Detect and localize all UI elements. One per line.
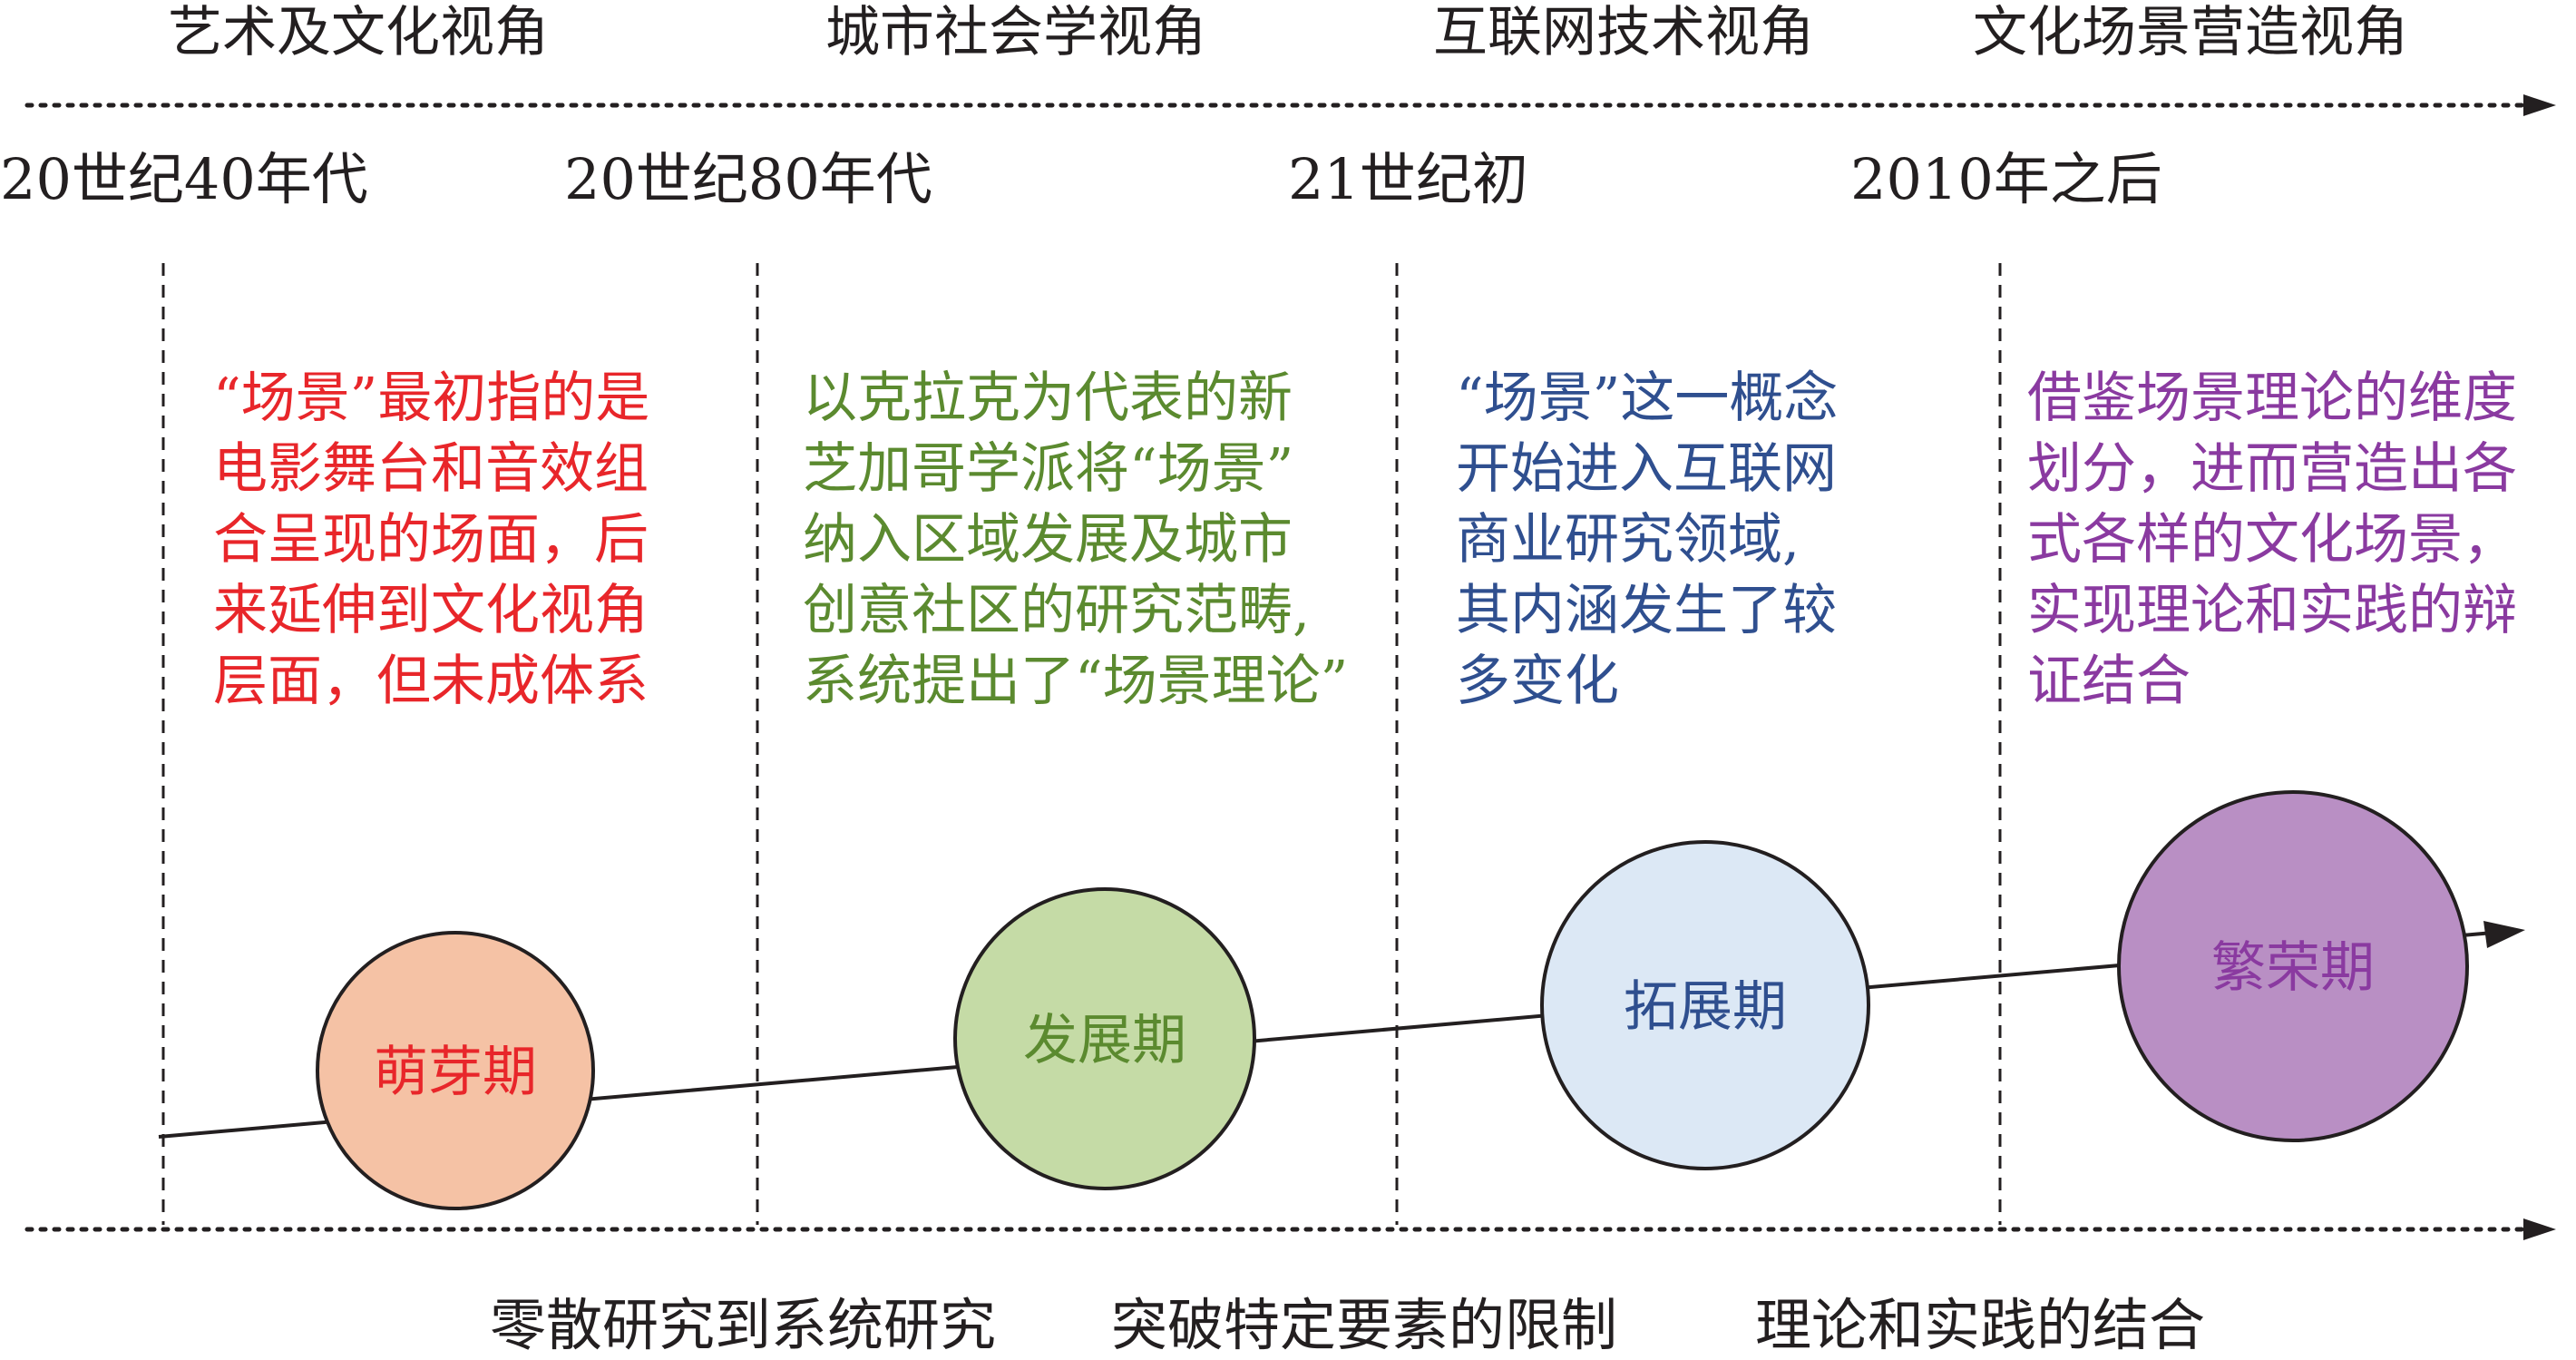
description-line: 多变化 [1456, 650, 1619, 713]
description-line: 来延伸到文化视角 [213, 579, 649, 642]
description-line: 芝加哥学派将“场景” [803, 437, 1294, 501]
perspective-art-culture: 艺术及文化视角 [168, 1, 549, 64]
description-prosperity: 借鉴场景理论的维度 划分，进而营造出各 式各样的文化场景， 实现理论和实践的辩 … [2027, 363, 2517, 717]
description-line: 合呈现的场面，后 [213, 508, 649, 572]
phase-label: 拓展期 [1624, 975, 1787, 1039]
description-line: 划分，进而营造出各 [2027, 437, 2517, 501]
perspective-urban-sociology: 城市社会学视角 [825, 1, 1206, 64]
progression-arrowhead [2483, 921, 2525, 948]
bottom-label-beyond-specific-elements: 突破特定要素的限制 [1111, 1292, 1618, 1358]
phase-circle [316, 931, 595, 1210]
description-line: 系统提出了“场景理论” [803, 650, 1349, 713]
perspective-cultural-scene: 文化场景营造视角 [1973, 1, 2408, 64]
phase-2: 发展期 [953, 887, 1256, 1190]
era-1940s: 20世纪40年代 [0, 146, 368, 212]
description-development: 以克拉克为代表的新 芝加哥学派将“场景” 纳入区域发展及城市 创意社区的研究范畴… [803, 363, 1348, 717]
description-line: 证结合 [2027, 650, 2191, 713]
description-line: 借鉴场景理论的维度 [2027, 367, 2517, 430]
bottom-label-theory-practice: 理论和实践的结合 [1755, 1292, 2206, 1358]
description-line: 电影舞台和音效组 [213, 437, 649, 501]
description-budding: “场景”最初指的是 电影舞台和音效组 合呈现的场面，后 来延伸到文化视角 层面，… [213, 363, 649, 717]
bottom-label-scattered-to-systematic: 零散研究到系统研究 [490, 1292, 997, 1358]
top-arrowhead [2523, 94, 2556, 116]
description-line: “场景”这一概念 [1456, 367, 1839, 430]
description-line: 纳入区域发展及城市 [803, 508, 1293, 572]
bottom-arrowhead [2523, 1218, 2556, 1240]
era-1980s: 20世纪80年代 [564, 146, 932, 212]
description-line: 开始进入互联网 [1456, 437, 1837, 501]
phase-circle [1540, 840, 1870, 1170]
phase-1: 萌芽期 [316, 931, 595, 1210]
phase-3: 拓展期 [1540, 840, 1870, 1170]
era-after-2010: 2010年之后 [1850, 146, 2162, 212]
phase-label: 繁荣期 [2211, 936, 2375, 1000]
phase-label: 发展期 [1023, 1009, 1186, 1072]
description-line: “场景”最初指的是 [213, 367, 650, 430]
description-line: 其内涵发生了较 [1456, 579, 1837, 642]
era-early-21st: 21世纪初 [1288, 146, 1528, 212]
description-line: 商业研究领域, [1456, 508, 1800, 572]
description-line: 以克拉克为代表的新 [803, 367, 1293, 430]
description-expansion: “场景”这一概念 开始进入互联网 商业研究领域, 其内涵发生了较 多变化 [1456, 363, 1838, 717]
description-line: 层面，但未成体系 [213, 650, 649, 713]
perspective-internet-tech: 互联网技术视角 [1433, 1, 1814, 64]
description-line: 实现理论和实践的辩 [2027, 579, 2517, 642]
phase-circle [2117, 790, 2469, 1142]
phase-label: 萌芽期 [374, 1041, 537, 1104]
description-line: 式各样的文化场景， [2027, 508, 2517, 572]
description-line: 创意社区的研究范畴, [803, 579, 1311, 642]
phase-circle [953, 887, 1256, 1190]
phase-4: 繁荣期 [2117, 790, 2469, 1142]
